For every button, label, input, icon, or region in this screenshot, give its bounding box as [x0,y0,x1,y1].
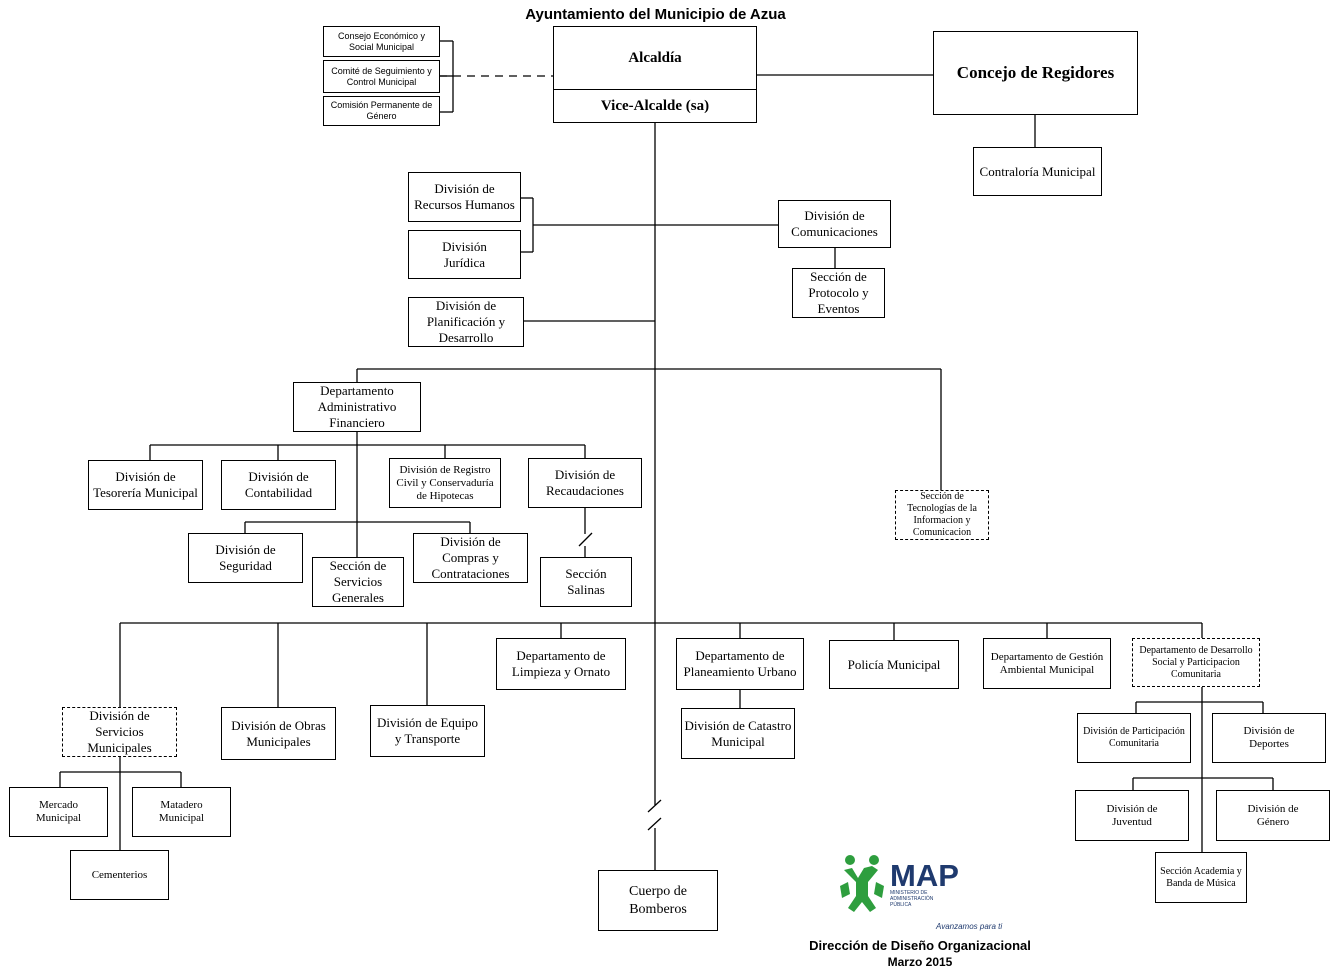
deportes-label: División de Deportes [1243,725,1295,750]
contraloria-box: Contraloría Municipal [973,147,1102,196]
servicios-generales-box: Sección de Servicios Generales [312,557,404,607]
protocolo-label: Sección de Protocolo y Eventos [808,269,869,316]
gestion-ambiental-label: Departamento de Gestión Ambiental Munici… [990,650,1104,676]
limpieza-box: Departamento de Limpieza y Ornato [496,638,626,690]
desarrollo-social-box: Departamento de Desarrollo Social y Part… [1132,638,1260,687]
map-logo-mark-icon: MAP [840,855,959,912]
servicios-municipales-label: División de Servicios Municipales [87,708,152,755]
planeamiento-box: Departamento de Planeamiento Urbano [676,638,804,690]
comision-box: Comisión Permanente de Género [323,96,440,126]
limpieza-label: Departamento de Limpieza y Ornato [511,648,611,679]
contraloria-label: Contraloría Municipal [979,163,1096,179]
admin-financiero-label: Departamento Administrativo Financiero [317,383,397,430]
compras-box: División de Compras y Contrataciones [413,533,528,583]
contabilidad-box: División de Contabilidad [221,460,336,510]
map-logo: MAP MINISTERIO DE ADMINISTRACIÓN PÚBLICA… [838,852,1002,934]
concejo-box: Concejo de Regidores [933,31,1138,115]
mercado-label: Mercado Municipal [35,799,82,824]
recaudaciones-label: División de Recaudaciones [546,467,624,498]
planeamiento-label: Departamento de Planeamiento Urbano [683,648,797,679]
comunicaciones-box: División de Comunicaciones [778,200,891,248]
equipo-transporte-label: División de Equipo y Transporte [376,715,479,746]
matadero-label: Matadero Municipal [158,799,205,824]
map-logo-subtitle: MINISTERIO DE ADMINISTRACIÓN PÚBLICA [890,890,934,908]
planificacion-label: División de Planificación y Desarrollo [426,298,506,345]
admin-financiero-box: Departamento Administrativo Financiero [293,382,421,432]
map-slogan: Avanzamos para ti [936,922,1003,931]
obras-label: División de Obras Municipales [231,717,326,749]
concejo-label: Concejo de Regidores [956,63,1115,82]
alcaldia-label: Alcaldía [628,50,682,66]
rrhh-box: División de Recursos Humanos [408,172,521,222]
participacion-label: División de Participación Comunitaria [1083,726,1185,749]
cementerios-label: Cementerios [91,868,148,881]
genero-box: División de Género [1216,790,1330,841]
compras-label: División de Compras y Contrataciones [431,534,510,581]
tic-label: Sección de Tecnologías de la Informacion… [907,491,977,538]
catastro-box: División de Catastro Municipal [681,708,795,759]
bomberos-box: Cuerpo de Bomberos [598,870,718,931]
recaudaciones-box: División de Recaudaciones [528,458,642,508]
comite-box: Comité de Seguimiento y Control Municipa… [323,60,440,93]
policia-label: Policía Municipal [847,656,941,672]
academia-label: Sección Academia y Banda de Música [1160,865,1242,889]
matadero-box: Matadero Municipal [132,787,231,837]
comunicaciones-label: División de Comunicaciones [791,208,878,239]
registro-civil-label: División de Registro Civil y Conservadur… [396,463,494,502]
juventud-box: División de Juventud [1075,790,1189,841]
salinas-label: Sección Salinas [565,566,607,597]
salinas-box: Sección Salinas [540,557,632,607]
gestion-ambiental-box: Departamento de Gestión Ambiental Munici… [983,638,1111,689]
juridica-label: División Jurídica [442,238,487,270]
seguridad-box: División de Seguridad [188,533,303,583]
consejo-box: Consejo Económico y Social Municipal [323,26,440,57]
juventud-label: División de Juventud [1106,802,1158,828]
footer-fecha: Marzo 2015 [887,955,953,969]
mercado-box: Mercado Municipal [9,787,108,837]
registro-civil-box: División de Registro Civil y Conservadur… [389,458,501,508]
vice-alcalde-box: Vice-Alcalde (sa) [553,89,757,123]
bomberos-label: Cuerpo de Bomberos [629,883,687,917]
policia-box: Policía Municipal [829,640,959,689]
academia-box: Sección Academia y Banda de Música [1155,852,1247,903]
rrhh-label: División de Recursos Humanos [414,181,515,212]
alcaldia-box: Alcaldía [553,26,757,90]
servicios-generales-label: Sección de Servicios Generales [329,558,387,605]
seguridad-label: División de Seguridad [215,542,276,573]
cementerios-box: Cementerios [70,850,169,900]
obras-box: División de Obras Municipales [221,707,336,760]
participacion-box: División de Participación Comunitaria [1077,713,1191,763]
contabilidad-label: División de Contabilidad [244,469,313,500]
footer-direccion: Dirección de Diseño Organizacional [809,938,1031,953]
tic-box: Sección de Tecnologías de la Informacion… [895,490,989,540]
genero-label: División de Género [1247,802,1299,828]
page-title: Ayuntamiento del Municipio de Azua [525,6,786,23]
consejo-label: Consejo Económico y Social Municipal [337,30,426,52]
equipo-transporte-box: División de Equipo y Transporte [370,705,485,757]
desarrollo-social-label: Departamento de Desarrollo Social y Part… [1139,644,1253,680]
comision-label: Comisión Permanente de Género [330,100,433,121]
comite-label: Comité de Seguimiento y Control Municipa… [331,65,432,87]
tesoreria-label: División de Tesorería Municipal [93,469,198,500]
planificacion-box: División de Planificación y Desarrollo [408,297,524,347]
catastro-label: División de Catastro Municipal [684,717,792,749]
juridica-box: División Jurídica [408,230,521,279]
svg-text:MAP: MAP [890,858,959,893]
protocolo-box: Sección de Protocolo y Eventos [792,268,885,318]
servicios-municipales-box: División de Servicios Municipales [62,707,177,757]
vice-alcalde-label: Vice-Alcalde (sa) [600,98,710,114]
deportes-box: División de Deportes [1212,713,1326,763]
tesoreria-box: División de Tesorería Municipal [88,460,203,510]
